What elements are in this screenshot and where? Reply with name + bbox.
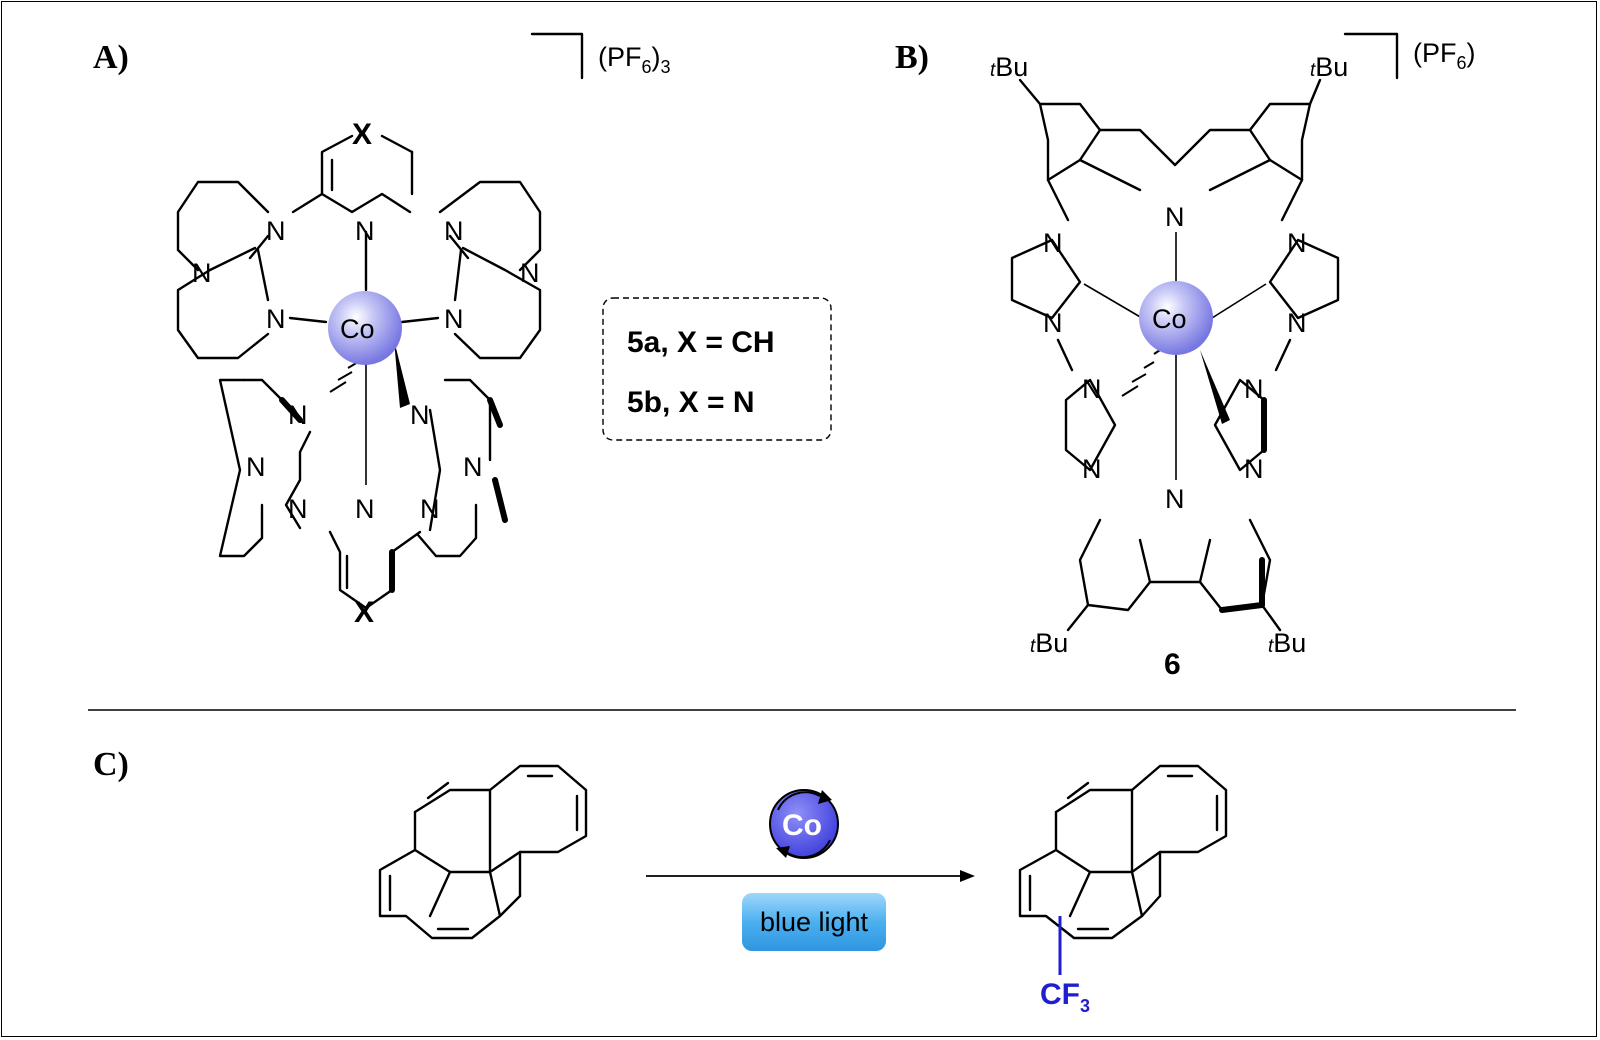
metal-label-a: Co (340, 314, 375, 344)
product-pyrene-cf3: CF3 (1018, 764, 1228, 1016)
catalyst-label: Co (782, 809, 822, 842)
cobalt-sphere-a (328, 291, 402, 365)
legend-line-5b: 5b, X = N (627, 386, 755, 419)
n-atom: N (288, 400, 308, 430)
cycle-arrow-bottom (785, 839, 831, 859)
n-atom: N (463, 452, 483, 482)
panel-label-a: A) (93, 39, 129, 76)
n-atom: N (444, 216, 464, 246)
reactant-pyrene (378, 764, 588, 940)
arrowhead (960, 870, 975, 882)
panel-label-c: C) (93, 746, 129, 783)
n-atom: N (355, 216, 375, 246)
n-atom: N (1082, 454, 1102, 484)
n-atom: N (288, 494, 308, 524)
n-atom: N (1244, 374, 1264, 404)
tbu-label: tBu (990, 52, 1028, 82)
tbu-label: tBu (1310, 52, 1348, 82)
legend-box (602, 297, 832, 441)
n-atom: N (266, 216, 286, 246)
n-atom: N (444, 304, 464, 334)
reaction-conditions: Co blue light (646, 789, 975, 951)
n-atom: N (1287, 228, 1307, 258)
complex-5-structure: (PF6)3 (176, 32, 832, 629)
complex-6-structure: (PF6) (990, 32, 1476, 681)
n-atom: N (1244, 454, 1264, 484)
metal-label-b: Co (1152, 304, 1187, 334)
tbu-label: tBu (1030, 628, 1068, 658)
n-atom: N (520, 258, 540, 288)
n-atom: N (1043, 308, 1063, 338)
counterion-a: (PF6)3 (598, 42, 671, 77)
n-atom: N (1082, 374, 1102, 404)
n-atom: N (1165, 202, 1185, 232)
n-atom: N (1165, 484, 1185, 514)
panel-label-b: B) (895, 39, 929, 76)
n-atom: N (1287, 308, 1307, 338)
charge-bracket-a (530, 32, 584, 80)
charge-bracket-b (1343, 32, 1399, 80)
n-atom: N (420, 494, 440, 524)
cf3-label: CF3 (1040, 978, 1090, 1016)
counterion-b: (PF6) (1413, 38, 1476, 73)
legend-line-5a: 5a, X = CH (627, 326, 775, 359)
n-atom: N (246, 452, 266, 482)
blue-light-badge (742, 893, 886, 951)
n-atom: N (410, 400, 430, 430)
cycle-arrow-top (777, 791, 821, 811)
n-atom: N (266, 304, 286, 334)
n-atom: N (192, 258, 212, 288)
tbu-label: tBu (1268, 628, 1306, 658)
blue-light-label: blue light (760, 907, 869, 937)
n-atom: N (1043, 228, 1063, 258)
x-atom-bottom: X (354, 596, 374, 629)
compound-id-6: 6 (1164, 648, 1181, 681)
n-atom: N (355, 494, 375, 524)
cobalt-sphere-b (1139, 281, 1213, 355)
x-atom-top: X (352, 118, 372, 151)
